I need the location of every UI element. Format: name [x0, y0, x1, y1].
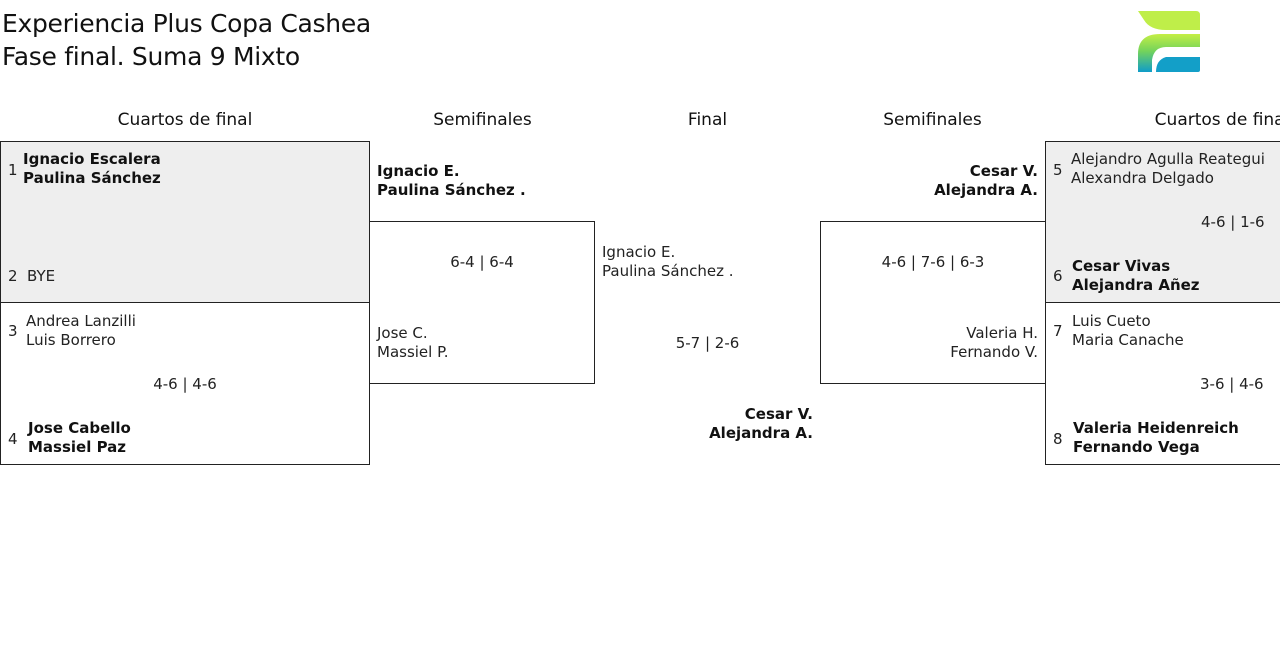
team-cueto-canache: Luis Cueto Maria Canache	[1072, 312, 1184, 350]
match-score: 3-6 | 4-6	[1200, 375, 1264, 393]
seed-number: 2	[8, 267, 18, 285]
player-name: Valeria H.	[966, 324, 1038, 342]
player-name: Andrea Lanzilli	[26, 312, 136, 330]
player-name: Valeria Heidenreich	[1073, 419, 1239, 437]
right-semifinal-top-team: Cesar V. Alejandra A.	[820, 162, 1038, 200]
player-name: Ignacio E.	[377, 162, 460, 180]
player-name: Luis Cueto	[1072, 312, 1151, 330]
final-bottom-team: Cesar V. Alejandra A.	[595, 405, 813, 443]
round-header-right-semifinals: Semifinales	[883, 110, 982, 130]
player-name: Alejandra A.	[934, 181, 1038, 199]
left-semifinal-bottom-team: Jose C. Massiel P.	[377, 324, 449, 362]
player-name: Massiel Paz	[28, 438, 127, 456]
player-name: Jose Cabello	[28, 419, 131, 437]
player-name: Jose C.	[377, 324, 428, 342]
player-name: Cesar Vivas	[1072, 257, 1171, 275]
player-name: Fernando Vega	[1073, 438, 1200, 456]
match-score: 6-4 | 6-4	[450, 253, 514, 271]
right-quarterfinal-match-1: 5 Alejandro Agulla Reategui Alexandra De…	[1045, 141, 1280, 303]
seed-number: 6	[1053, 267, 1063, 285]
seed-number: 8	[1053, 430, 1063, 448]
round-header-left-semifinals: Semifinales	[433, 110, 532, 130]
player-name: Paulina Sánchez	[23, 169, 161, 187]
team-agulla-delgado: Alejandro Agulla Reategui Alexandra Delg…	[1071, 150, 1265, 188]
match-score: 4-6 | 7-6 | 6-3	[881, 253, 985, 271]
player-name: Fernando V.	[950, 343, 1038, 361]
match-score: 4-6 | 4-6	[153, 375, 217, 393]
match-score: 4-6 | 1-6	[1201, 213, 1265, 231]
player-name: Alexandra Delgado	[1071, 169, 1214, 187]
player-name: Paulina Sánchez .	[377, 181, 526, 199]
seed-number: 4	[8, 430, 18, 448]
cashea-logo	[1138, 11, 1200, 72]
right-semifinal-bottom-team: Valeria H. Fernando V.	[821, 324, 1038, 362]
left-semifinal-match: 6-4 | 6-4 Jose C. Massiel P.	[369, 221, 595, 384]
player-name: Alejandra Añez	[1072, 276, 1200, 294]
final-score: 5-7 | 2-6	[675, 334, 740, 352]
team-bye: BYE	[27, 267, 55, 286]
round-header-left-quarterfinals: Cuartos de final	[117, 110, 253, 130]
player-name: Luis Borrero	[26, 331, 116, 349]
right-quarterfinal-match-2: 7 Luis Cueto Maria Canache 3-6 | 4-6 8 V…	[1045, 302, 1280, 465]
left-semifinal-top-team: Ignacio E. Paulina Sánchez .	[377, 162, 526, 200]
seed-number: 1	[8, 161, 18, 179]
team-lanzilli-borrero: Andrea Lanzilli Luis Borrero	[26, 312, 136, 350]
left-quarterfinal-match-2: 3 Andrea Lanzilli Luis Borrero 4-6 | 4-6…	[0, 302, 370, 465]
player-name: Ignacio E.	[602, 243, 676, 261]
player-name: BYE	[27, 267, 56, 285]
player-name: Alejandra A.	[709, 424, 813, 442]
player-name: Paulina Sánchez .	[602, 262, 734, 280]
final-top-team: Ignacio E. Paulina Sánchez .	[602, 243, 733, 281]
page-subtitle: Fase final. Suma 9 Mixto	[2, 42, 300, 71]
player-name: Massiel P.	[377, 343, 449, 361]
team-escalera-sanchez: Ignacio Escalera Paulina Sánchez	[23, 150, 161, 188]
team-vivas-anez: Cesar Vivas Alejandra Añez	[1072, 257, 1200, 295]
player-name: Ignacio Escalera	[23, 150, 161, 168]
left-quarterfinal-match-1: 1 Ignacio Escalera Paulina Sánchez 2 BYE	[0, 141, 370, 303]
player-name: Cesar V.	[969, 162, 1038, 180]
team-cabello-paz: Jose Cabello Massiel Paz	[28, 419, 131, 457]
seed-number: 3	[8, 322, 18, 340]
seed-number: 7	[1053, 322, 1063, 340]
page-title: Experiencia Plus Copa Cashea	[2, 9, 371, 38]
seed-number: 5	[1053, 161, 1063, 179]
player-name: Maria Canache	[1072, 331, 1184, 349]
player-name: Alejandro Agulla Reategui	[1071, 150, 1265, 168]
round-header-final: Final	[687, 110, 728, 130]
round-header-right-quarterfinals: Cuartos de final	[1154, 110, 1280, 130]
team-heidenreich-vega: Valeria Heidenreich Fernando Vega	[1073, 419, 1239, 457]
player-name: Cesar V.	[744, 405, 813, 423]
right-semifinal-match: 4-6 | 7-6 | 6-3 Valeria H. Fernando V.	[820, 221, 1046, 384]
